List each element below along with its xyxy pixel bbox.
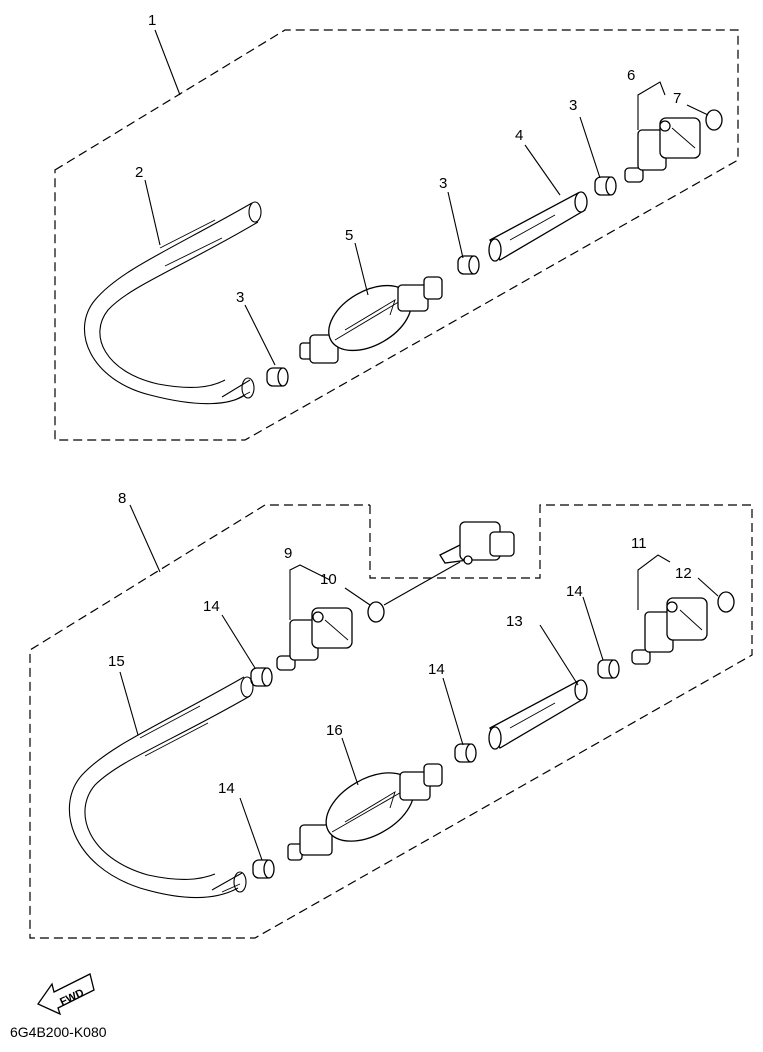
o-ring-part-12 [717,591,735,613]
engine-fuel-joint [439,521,515,565]
callout-9: 9 [284,545,292,562]
clip-part-14b [597,659,620,679]
assembly-8-boundary [29,504,753,939]
o-ring-part-10 [367,601,385,623]
callout-14a: 14 [203,598,220,615]
fuel-hose-part-15 [68,676,254,899]
clip-part-3b [457,255,480,275]
clip-part-14c [454,743,477,763]
callout-3b: 3 [439,175,447,192]
fuel-hose-assembly-1: 1 2 3 3 3 4 5 6 7 [54,12,739,441]
fuel-hose-part-2 [84,201,262,405]
callout-14c: 14 [428,661,445,678]
callout-13: 13 [506,613,523,630]
connector-part-11 [631,597,708,665]
primer-pump-part-16 [287,763,443,861]
fwd-arrow-icon: FWD [37,973,95,1016]
callout-8: 8 [118,490,126,507]
callout-1: 1 [148,12,156,29]
connector-part-6 [624,117,701,183]
assembly-1-boundary [54,29,739,441]
callout-14d: 14 [218,780,235,797]
o-ring-part-7 [705,109,723,131]
callout-2: 2 [135,164,143,181]
callout-10: 10 [320,571,337,588]
callout-11: 11 [631,535,647,552]
callout-7: 7 [673,90,681,107]
callout-5: 5 [345,227,353,244]
clip-part-14a [250,667,273,687]
clip-part-14d [252,859,275,879]
callout-16: 16 [326,722,343,739]
callout-3c: 3 [569,97,577,114]
callout-14b: 14 [566,583,583,600]
callout-3a: 3 [236,289,244,306]
fuel-hose-assembly-8: 8 9 10 11 12 13 14 14 14 14 15 16 [29,490,753,939]
hose-part-13 [488,679,588,750]
diagram-code: 6G4B200-K080 [10,1024,107,1040]
callout-12: 12 [675,565,692,582]
clip-part-3a [266,367,289,387]
callout-6: 6 [627,67,635,84]
primer-pump-part-5 [299,276,443,364]
callout-15: 15 [108,653,125,670]
callout-4: 4 [515,127,523,144]
clip-part-3c [594,176,617,196]
hose-part-4 [488,191,588,262]
leader-lines-upper [144,29,709,366]
leader-lines-lower [119,504,719,861]
connector-part-9 [276,607,353,671]
